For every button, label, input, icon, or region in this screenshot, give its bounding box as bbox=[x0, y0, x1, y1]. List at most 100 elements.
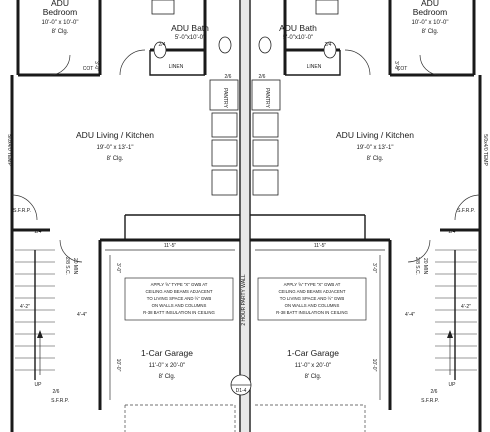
left-living-clg: 8' Clg. bbox=[107, 156, 124, 162]
left-bedroom-clg: 8' Clg. bbox=[52, 29, 69, 35]
right-linen-label: LINEN bbox=[307, 64, 322, 70]
right-bedroom-size: 10'-0" x 10'-0" bbox=[412, 20, 449, 26]
right-dim-left: 3'-0" bbox=[371, 263, 377, 273]
right-pantry-label: PANTRY bbox=[264, 88, 270, 108]
left-entry-door-swing bbox=[11, 194, 38, 221]
right-temp-window: 5/0x4/0 TEMP bbox=[482, 134, 488, 166]
left-range bbox=[211, 139, 238, 167]
right-bath-size: 5'-0"x10'-0" bbox=[283, 35, 313, 41]
right-kitchen-counter bbox=[250, 214, 366, 240]
right-garage-door-swing bbox=[407, 239, 431, 263]
left-bath-title: ADU Bath bbox=[171, 23, 209, 33]
left-exterior-wall bbox=[10, 0, 20, 432]
left-bath-door-swing bbox=[119, 49, 146, 76]
left-dim-right: 3'-0" bbox=[115, 263, 121, 273]
right-pantry-box bbox=[251, 79, 281, 111]
right-living-title: ADU Living / Kitchen bbox=[336, 130, 414, 140]
right-tub bbox=[315, 0, 339, 15]
left-garage-title: 1-Car Garage bbox=[141, 348, 193, 358]
left-sc-door: 2/8 S.C. bbox=[64, 257, 70, 275]
right-linen-closet bbox=[285, 50, 341, 76]
left-note-line-4: ON WALLS AND COLUMNS bbox=[152, 303, 207, 308]
right-sink-icon bbox=[258, 36, 272, 54]
left-bedroom-dim: 3'-0" bbox=[93, 61, 99, 71]
right-garage-size: 11'-0" x 20'-0" bbox=[295, 363, 331, 369]
left-bedroom-size: 10'-0" x 10'-0" bbox=[42, 20, 79, 26]
detail-ref-label: D1-4 bbox=[236, 388, 247, 394]
right-sfrp-top: S.F.R.P. bbox=[457, 208, 475, 214]
right-bedroom-title-partial: ADU bbox=[421, 0, 439, 8]
right-door-c: 2/4 bbox=[449, 229, 456, 235]
left-note-line-1: APPLY ⅝" TYPE "X" GWB AT bbox=[151, 282, 208, 287]
left-garage-width-dim: 11'-5" bbox=[164, 243, 177, 249]
left-garage-top-wall bbox=[12, 228, 240, 242]
left-pantry-box bbox=[209, 79, 239, 111]
left-note-line-2: CEILING AND BEAMS ADJACENT bbox=[145, 289, 212, 294]
right-note-line-2: CEILING AND BEAMS ADJACENT bbox=[278, 289, 345, 294]
left-door-c: 2/4 bbox=[35, 229, 42, 235]
left-pantry-label: PANTRY bbox=[222, 88, 228, 108]
left-min20: 20 MIN bbox=[72, 258, 78, 275]
right-bath-door-swing bbox=[344, 49, 371, 76]
right-stair-dim2: 4'-2" bbox=[461, 304, 471, 310]
party-wall-label: 2 HOUR PARTY WALL bbox=[241, 274, 247, 325]
right-note-line-4: ON WALLS AND COLUMNS bbox=[285, 303, 340, 308]
right-door-b: 2/6 bbox=[431, 389, 438, 395]
left-garage-door-dashed bbox=[124, 404, 236, 432]
left-kitchen-counter bbox=[124, 214, 240, 240]
left-toilet-icon bbox=[153, 41, 167, 59]
right-bedroom-dim: 3'-0" bbox=[393, 61, 399, 71]
left-stair-dim2: 4'-2" bbox=[20, 304, 30, 310]
right-sfrp-bottom: S.F.R.P. bbox=[421, 398, 439, 404]
left-tub bbox=[151, 0, 175, 15]
right-note-line-5: R-38 BATT INSULATION IN CEILING bbox=[276, 310, 348, 315]
right-garage-door-dashed bbox=[255, 404, 366, 432]
right-living-size: 19'-0" x 13'-1" bbox=[357, 145, 394, 151]
left-dim-mid: 10'-0" bbox=[115, 359, 121, 372]
left-bedroom-title-partial: ADU bbox=[51, 0, 69, 8]
left-note-box bbox=[124, 277, 234, 321]
right-garage-width-dim: 11'-5" bbox=[314, 243, 327, 249]
right-note-box bbox=[257, 277, 367, 321]
left-living-title: ADU Living / Kitchen bbox=[76, 130, 154, 140]
right-door-a: 2/4 bbox=[325, 42, 332, 48]
right-dim-mid: 10'-0" bbox=[371, 359, 377, 372]
right-sc-door: 2/8 S.C. bbox=[414, 257, 420, 275]
left-sink-icon bbox=[218, 36, 232, 54]
left-door-b: 2/6 bbox=[53, 389, 60, 395]
left-linen-closet bbox=[149, 50, 205, 76]
left-living-size: 19'-0" x 13'-1" bbox=[97, 145, 134, 151]
right-toilet-icon bbox=[323, 41, 337, 59]
right-bedroom-title: Bedroom bbox=[413, 7, 448, 17]
right-entry-door-swing bbox=[454, 194, 481, 221]
left-center-door-dim: 2/6 bbox=[225, 74, 232, 80]
right-note-line-1: APPLY ⅝" TYPE "X" GWB AT bbox=[284, 282, 341, 287]
left-sink-counter bbox=[211, 169, 238, 196]
right-center-door-dim: 2/6 bbox=[259, 74, 266, 80]
left-stair bbox=[15, 249, 55, 380]
right-exterior-wall bbox=[472, 0, 482, 432]
right-stair bbox=[435, 249, 477, 380]
right-living-clg: 8' Clg. bbox=[367, 156, 384, 162]
left-garage-door-swing bbox=[59, 239, 83, 263]
left-door-a: 2/4 bbox=[159, 42, 166, 48]
right-stair-up: UP bbox=[449, 382, 457, 388]
left-linen-label: LINEN bbox=[169, 64, 184, 70]
left-sfrp-top: S.F.R.P. bbox=[13, 208, 31, 214]
right-bedroom-clg: 8' Clg. bbox=[422, 29, 439, 35]
left-bath-size: 5'-0"x10'-0" bbox=[175, 35, 205, 41]
right-garage-clg: 8' Clg. bbox=[305, 374, 322, 380]
left-bedroom-door-swing bbox=[49, 54, 71, 76]
left-stair-up: UP bbox=[35, 382, 43, 388]
right-garage-title: 1-Car Garage bbox=[287, 348, 339, 358]
left-stair-dim: 4'-4" bbox=[77, 312, 87, 318]
right-garage-top-wall bbox=[250, 228, 480, 242]
left-bedroom-title: Bedroom bbox=[43, 7, 78, 17]
right-stair-dim: 4'-4" bbox=[405, 312, 415, 318]
right-min20: 20 MIN bbox=[422, 258, 428, 275]
left-temp-window: 5/0x4/0 TEMP bbox=[6, 134, 12, 166]
right-fridge bbox=[252, 112, 279, 138]
left-sfrp-bottom: S.F.R.P. bbox=[51, 398, 69, 404]
right-range bbox=[252, 139, 279, 167]
left-fridge bbox=[211, 112, 238, 138]
